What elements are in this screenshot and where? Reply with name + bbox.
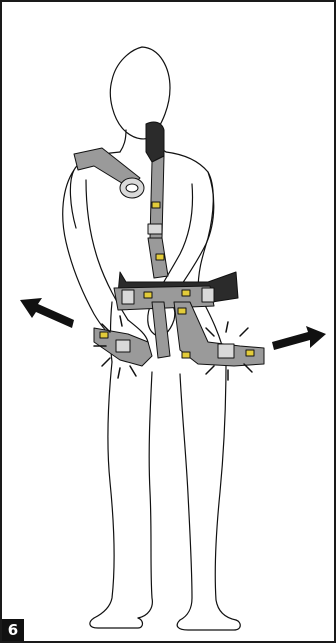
figure-right-foot bbox=[177, 620, 240, 630]
figure-left-foot bbox=[90, 618, 143, 628]
harness-shoulder-pad-right bbox=[146, 122, 164, 162]
step-number-badge: 6 bbox=[2, 619, 24, 641]
arrow-right-icon bbox=[272, 326, 326, 350]
harness-leg-buckle-right bbox=[218, 344, 234, 358]
figure-left-leg bbox=[94, 362, 152, 618]
arrow-left-icon bbox=[20, 298, 74, 328]
figure-right-leg bbox=[180, 362, 236, 620]
harness-chest-buckle bbox=[148, 224, 162, 234]
figure-torso bbox=[70, 152, 213, 292]
figure-left-arm bbox=[63, 170, 128, 336]
harness-waist-buckle-right bbox=[202, 288, 214, 302]
harness-leg-buckle-left bbox=[116, 340, 130, 352]
harness-waist-buckle-left bbox=[122, 290, 134, 304]
harness-leg-strap-front bbox=[152, 302, 170, 358]
